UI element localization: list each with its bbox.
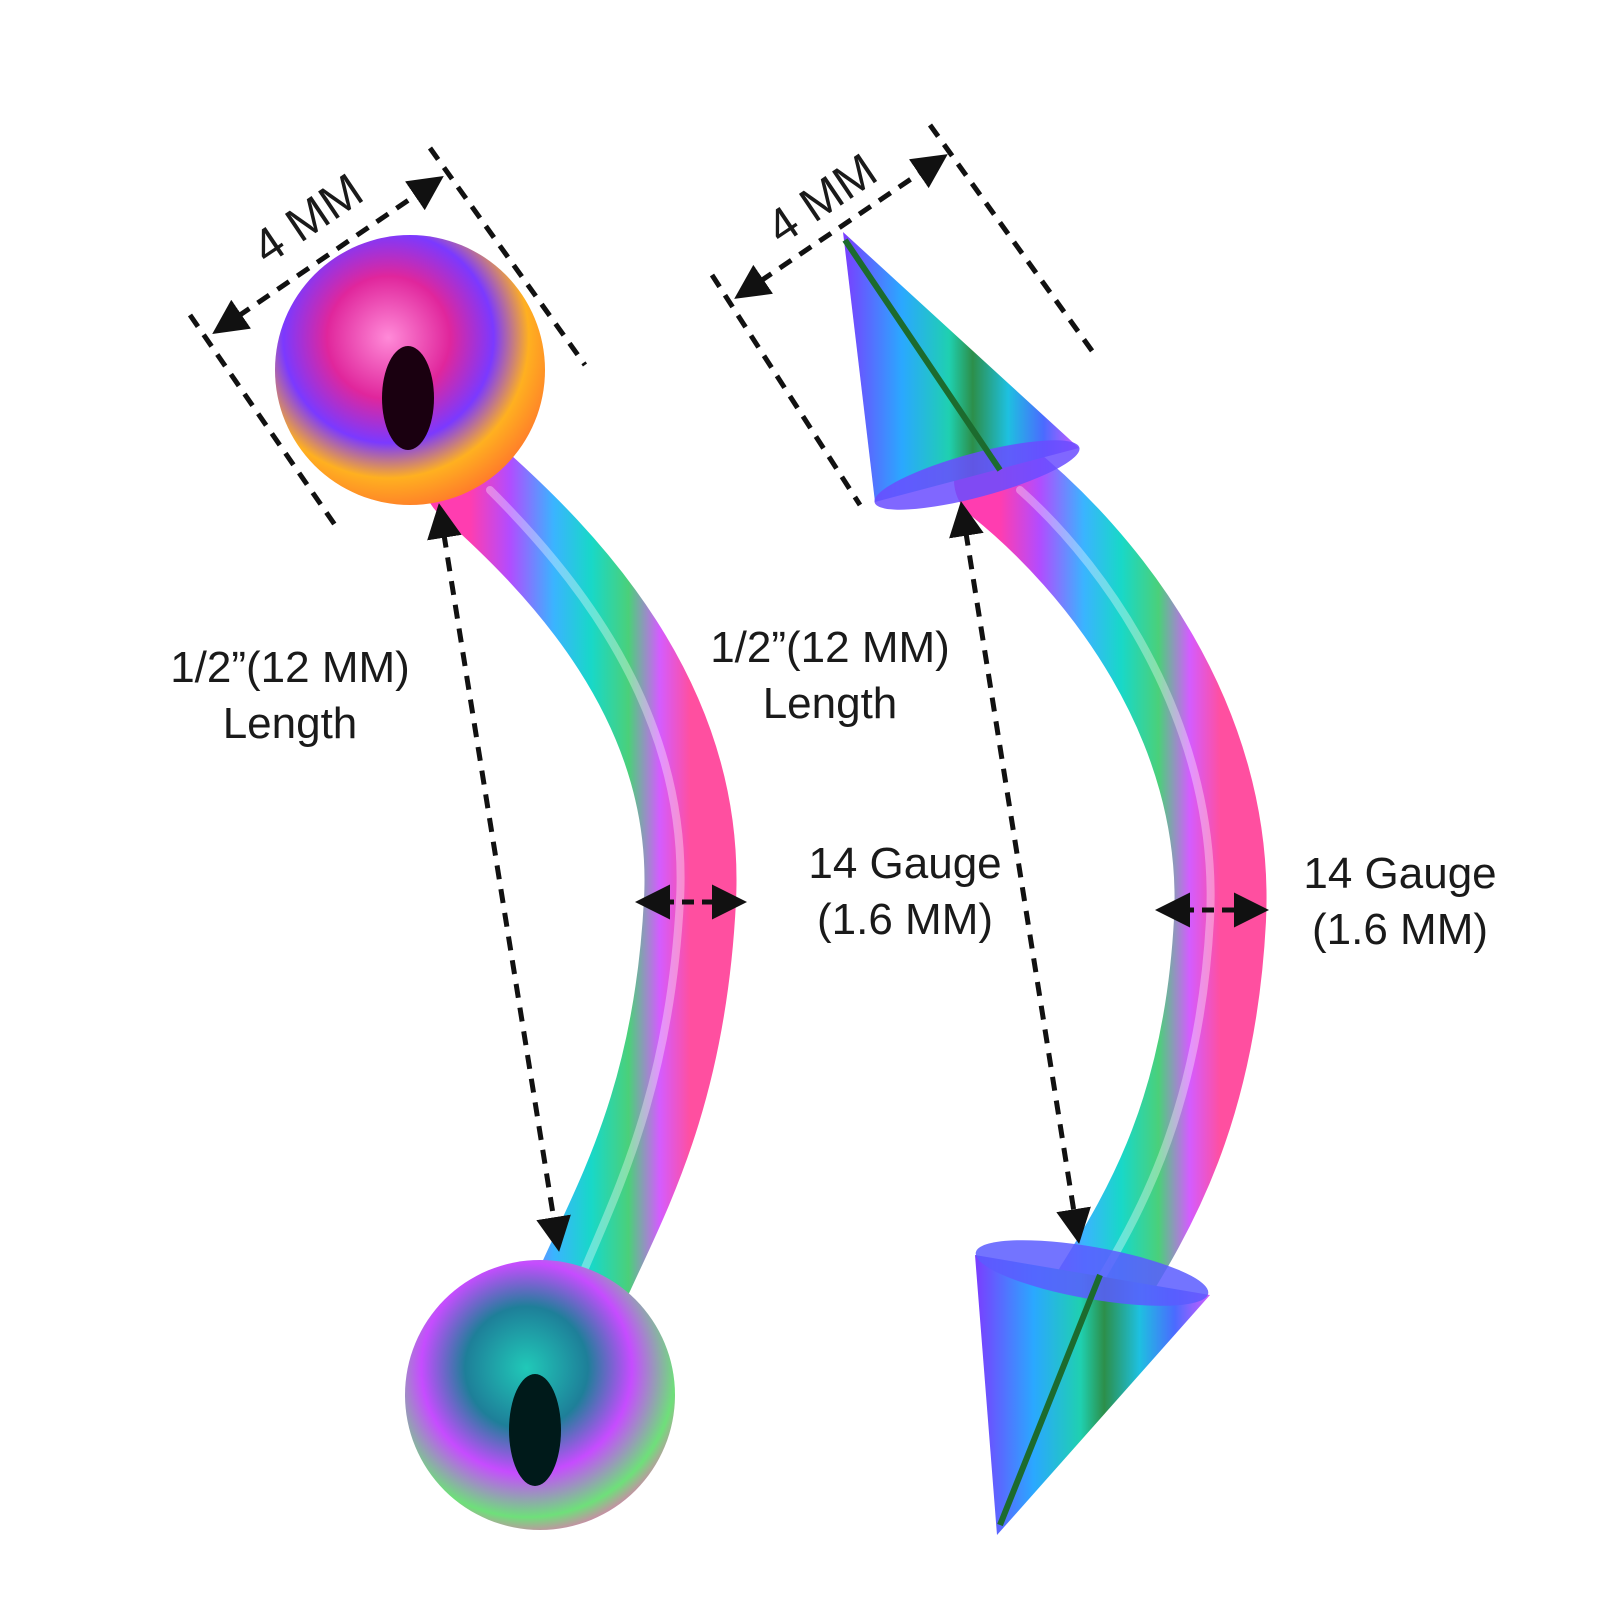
top-spike-base: [874, 440, 1080, 510]
left-gauge-label-line2: (1.6 MM): [817, 895, 993, 944]
left-length-dimension-line: [427, 503, 571, 1252]
left-length-label-line1: 1/2”(12 MM): [170, 643, 410, 692]
left-head-extension-a: [187, 313, 338, 527]
right-length-dimension-line: [949, 501, 1091, 1244]
left-gauge-label: 14 Gauge (1.6 MM): [800, 836, 1010, 948]
right-head-dimension-line: [734, 154, 948, 299]
bottom-spike-base: [975, 1240, 1209, 1306]
ball-barbell: [187, 146, 747, 1530]
right-gauge-label: 14 Gauge (1.6 MM): [1295, 846, 1505, 958]
right-length-label: 1/2”(12 MM) Length: [700, 620, 960, 732]
right-length-label-line1: 1/2”(12 MM): [710, 623, 950, 672]
left-gauge-label-line1: 14 Gauge: [808, 839, 1002, 888]
left-head-extension-b: [427, 146, 588, 367]
right-gauge-label-line2: (1.6 MM): [1312, 905, 1488, 954]
left-head-dimension-line: [212, 176, 444, 334]
left-curved-bar: [424, 434, 737, 1336]
right-gauge-label-line1: 14 Gauge: [1303, 849, 1497, 898]
bottom-spike-icon: [975, 1255, 1210, 1535]
spike-barbell: [709, 123, 1269, 1535]
right-curved-bar: [954, 434, 1267, 1336]
right-head-extension-b: [927, 123, 1098, 357]
top-ball-reflection: [382, 346, 434, 450]
left-length-label: 1/2”(12 MM) Length: [160, 640, 420, 752]
right-length-label-line2: Length: [762, 679, 898, 728]
bottom-spike-line: [997, 1273, 1103, 1527]
right-head-extension-a: [709, 273, 863, 507]
bottom-ball-reflection: [509, 1374, 561, 1486]
top-spike-icon: [843, 232, 1079, 502]
left-length-label-line2: Length: [222, 699, 358, 748]
